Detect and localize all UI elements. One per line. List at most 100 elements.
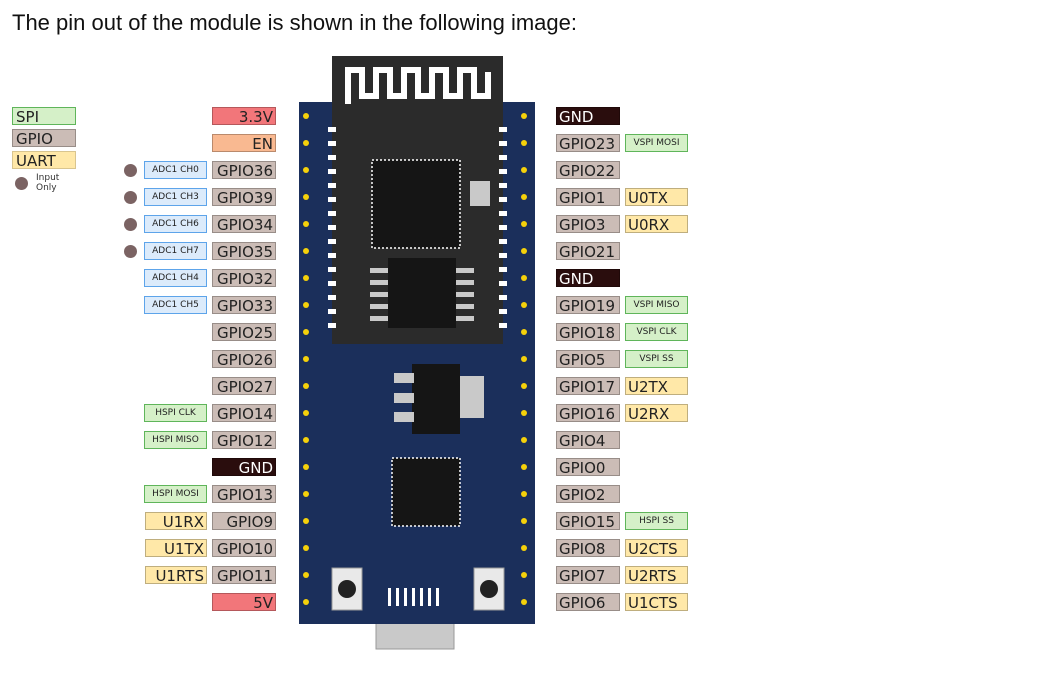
crystal xyxy=(470,181,490,206)
right-header-pin xyxy=(521,140,527,146)
left-pin-function-adc1-ch0: ADC1 CH0 xyxy=(144,161,207,179)
right-pin-gpio4-12: GPIO4 xyxy=(556,431,620,450)
input-only-marker xyxy=(124,191,137,204)
right-pin-function-u2rx: U2RX xyxy=(625,404,688,423)
right-pin-gpio8-16: GPIO8 xyxy=(556,539,620,558)
right-pin-gpio6-18: GPIO6 xyxy=(556,593,620,612)
right-header-pin xyxy=(521,113,527,119)
left-pin-gpio33-7: GPIO33 xyxy=(212,296,276,315)
reset-button xyxy=(473,567,505,611)
right-header-pin xyxy=(521,356,527,362)
left-pin-gpio34-4: GPIO34 xyxy=(212,215,276,234)
left-header-pin xyxy=(303,572,309,578)
module-pads-right xyxy=(499,127,507,328)
boot-button-cap xyxy=(338,580,356,598)
left-pin-gpio32-6: GPIO32 xyxy=(212,269,276,288)
left-pin-function-adc1-ch6: ADC1 CH6 xyxy=(144,215,207,233)
left-pin-en-1: EN xyxy=(212,134,276,153)
left-pin-gpio39-3: GPIO39 xyxy=(212,188,276,207)
left-pin-function-adc1-ch5: ADC1 CH5 xyxy=(144,296,207,314)
left-header-pin xyxy=(303,302,309,308)
reset-button-cap xyxy=(480,580,498,598)
input-only-marker xyxy=(124,245,137,258)
left-pin-gpio36-2: GPIO36 xyxy=(212,161,276,180)
usb-serial-chip xyxy=(391,457,461,527)
right-pin-function-u2rts: U2RTS xyxy=(625,566,688,585)
antenna-trace xyxy=(345,67,491,104)
left-pin-function-adc1-ch3: ADC1 CH3 xyxy=(144,188,207,206)
right-pin-gpio15-15: GPIO15 xyxy=(556,512,620,531)
regulator-legs xyxy=(394,373,484,422)
right-pin-gpio16-11: GPIO16 xyxy=(556,404,620,423)
right-header-pin xyxy=(521,248,527,254)
left-pin-gpio13-14: GPIO13 xyxy=(212,485,276,504)
right-pin-gpio0-13: GPIO0 xyxy=(556,458,620,477)
right-pin-gpio5-9: GPIO5 xyxy=(556,350,620,369)
right-pin-function-u0tx: U0TX xyxy=(625,188,688,207)
left-pin-gpio25-8: GPIO25 xyxy=(212,323,276,342)
left-pin-function-u1tx: U1TX xyxy=(145,539,207,558)
right-header-pin xyxy=(521,221,527,227)
flash-chip xyxy=(388,258,456,328)
right-pin-gpio7-17: GPIO7 xyxy=(556,566,620,585)
voltage-regulator xyxy=(412,364,460,434)
right-pin-gpio23-1: GPIO23 xyxy=(556,134,620,153)
flash-chip-legs xyxy=(370,268,474,321)
right-header-pin xyxy=(521,329,527,335)
right-header-pin xyxy=(521,194,527,200)
left-header-pin xyxy=(303,356,309,362)
left-header-pin xyxy=(303,275,309,281)
right-header-pin xyxy=(521,599,527,605)
left-header-pin xyxy=(303,248,309,254)
left-pin-gpio27-10: GPIO27 xyxy=(212,377,276,396)
right-pin-gpio2-14: GPIO2 xyxy=(556,485,620,504)
soc-chip xyxy=(371,159,461,249)
legend-gpio: GPIO xyxy=(12,129,76,148)
left-header-pin xyxy=(303,383,309,389)
right-pin-gpio22-2: GPIO22 xyxy=(556,161,620,180)
left-header-pin xyxy=(303,113,309,119)
right-pin-gpio19-7: GPIO19 xyxy=(556,296,620,315)
right-pin-function-vspi-clk: VSPI CLK xyxy=(625,323,688,341)
left-pin-function-u1rts: U1RTS xyxy=(145,566,207,585)
right-pin-gpio21-5: GPIO21 xyxy=(556,242,620,261)
right-header-pin xyxy=(521,464,527,470)
left-pin-gpio12-12: GPIO12 xyxy=(212,431,276,450)
right-pin-gnd-6: GND xyxy=(556,269,620,288)
left-header-pin xyxy=(303,545,309,551)
input-only-marker xyxy=(124,218,137,231)
right-pin-gpio17-10: GPIO17 xyxy=(556,377,620,396)
left-pin-3-3v-0: 3.3V xyxy=(212,107,276,126)
right-header-pin xyxy=(521,167,527,173)
left-header-pin xyxy=(303,167,309,173)
right-header-pin xyxy=(521,491,527,497)
right-header-pin xyxy=(521,572,527,578)
right-header-pin xyxy=(521,518,527,524)
left-pin-gpio10-16: GPIO10 xyxy=(212,539,276,558)
left-header-pin xyxy=(303,194,309,200)
left-header-pin xyxy=(303,140,309,146)
left-pin-function-u1rx: U1RX xyxy=(145,512,207,531)
right-header-pin xyxy=(521,383,527,389)
usb-slots xyxy=(388,588,439,606)
right-pin-function-vspi-ss: VSPI SS xyxy=(625,350,688,368)
left-pin-gpio11-17: GPIO11 xyxy=(212,566,276,585)
left-pin-gnd-13: GND xyxy=(212,458,276,477)
left-pin-gpio35-5: GPIO35 xyxy=(212,242,276,261)
right-pin-function-u2tx: U2TX xyxy=(625,377,688,396)
page-heading: The pin out of the module is shown in th… xyxy=(12,10,577,35)
right-pin-function-u1cts: U1CTS xyxy=(625,593,688,612)
left-header-pin xyxy=(303,221,309,227)
right-pin-gpio1-3: GPIO1 xyxy=(556,188,620,207)
right-header-pin xyxy=(521,410,527,416)
left-header-pin xyxy=(303,491,309,497)
left-pin-function-hspi-clk: HSPI CLK xyxy=(144,404,207,422)
left-pin-function-hspi-mosi: HSPI MOSI xyxy=(144,485,207,503)
left-pin-function-adc1-ch7: ADC1 CH7 xyxy=(144,242,207,260)
left-pin-gpio9-15: GPIO9 xyxy=(212,512,276,531)
right-pin-gpio18-8: GPIO18 xyxy=(556,323,620,342)
legend-input-only-line2: Only xyxy=(36,183,57,193)
right-header-pin xyxy=(521,302,527,308)
left-header-pin xyxy=(303,437,309,443)
